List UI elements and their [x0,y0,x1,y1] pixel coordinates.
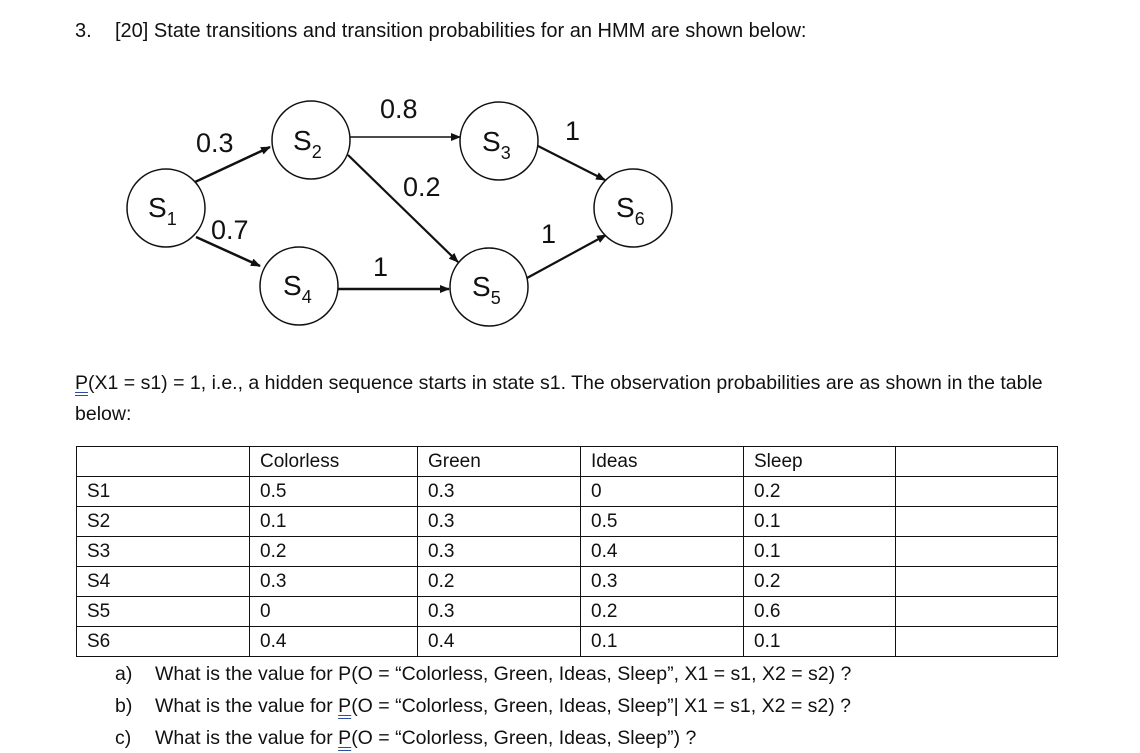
table-cell: 0.2 [743,476,896,507]
table-cell: 0.1 [743,536,896,567]
subquestion-prefix: What is the value for [155,663,339,685]
question-text: [20] State transitions and transition pr… [115,20,807,42]
question-number: 3. [75,20,92,42]
table-header-cell: Colorless [249,446,418,477]
table-header-cell: Sleep [743,446,896,477]
table-cell: 0.5 [249,476,418,507]
state-s4: S4 [259,246,339,326]
intro-p-underlined: P [75,372,89,394]
svg-text:S3: S3 [482,126,511,163]
table-cell: 0.1 [743,626,896,657]
table-cell: S4 [76,566,250,597]
edge-s2-s5 [347,154,459,263]
table-cell: 0.2 [417,566,581,597]
table-cell: 0.3 [580,566,744,597]
state-s6: S6 [593,168,673,248]
subquestion-prefix: What is the value for [155,695,339,717]
subquestion-text: (O = “Colorless, Green, Ideas, Sleep”, X… [351,663,852,685]
table-header-cell: Green [417,446,581,477]
subquestion-letter: c) [115,727,132,749]
subquestion-b: b) What is the value for P(O = “Colorless… [115,695,851,718]
state-s2: S2 [271,100,351,180]
edge-label-s3-s6: 1 [565,116,580,146]
table-row: S2 0.1 0.3 0.5 0.1 [76,506,1058,537]
svg-text:S4: S4 [283,270,312,307]
table-cell: 0.4 [580,536,744,567]
intro-paragraph: P(X1 = s1) = 1, i.e., a hidden sequence … [75,368,1060,430]
subquestion-p: P [338,663,352,685]
table-header-cell [895,446,1058,477]
table-cell [895,536,1058,567]
table-row: S4 0.3 0.2 0.3 0.2 [76,566,1058,597]
svg-text:S1: S1 [148,192,177,229]
hmm-state-diagram: S1 S2 S3 S4 S5 S6 0.3 0.7 0.8 0.2 1 1 1 [126,94,673,327]
edge-label-s5-s6: 1 [541,219,556,249]
table-row: S5 0 0.3 0.2 0.6 [76,596,1058,627]
subquestion-p-underlined: P [338,727,352,749]
state-s5: S5 [449,247,529,327]
table-cell [895,566,1058,597]
table-cell: 0.2 [249,536,418,567]
edge-label-s4-s5: 1 [373,252,388,282]
edge-s5-s6 [526,234,607,279]
table-row: S1 0.5 0.3 0 0.2 [76,476,1058,507]
table-cell: 0.1 [743,506,896,537]
table-cell: 0 [580,476,744,507]
edge-label-s2-s3: 0.8 [380,94,418,124]
table-cell [895,596,1058,627]
table-cell: 0.1 [249,506,418,537]
svg-text:S6: S6 [616,192,645,229]
edge-label-s2-s5: 0.2 [403,172,441,202]
table-row: S6 0.4 0.4 0.1 0.1 [76,626,1058,657]
table-cell: 0.3 [417,536,581,567]
table-cell: 0.3 [417,476,581,507]
svg-text:S5: S5 [472,271,501,308]
subquestion-p-underlined: P [338,695,352,717]
table-cell: 0.3 [249,566,418,597]
intro-text: (X1 = s1) = 1, i.e., a hidden sequence s… [75,372,1043,425]
table-cell: S1 [76,476,250,507]
state-s1: S1 [126,168,206,248]
table-cell: 0.3 [417,506,581,537]
table-cell [895,506,1058,537]
table-header-cell [76,446,250,477]
table-cell: 0.6 [743,596,896,627]
subquestion-c: c) What is the value for P(O = “Colorless… [115,727,696,750]
table-cell [895,476,1058,507]
edge-s1-s4 [195,235,261,268]
edge-label-s1-s4: 0.7 [211,215,249,245]
table-row: S3 0.2 0.3 0.4 0.1 [76,536,1058,567]
table-cell: 0.4 [417,626,581,657]
subquestion-letter: b) [115,695,133,717]
table-cell [895,626,1058,657]
table-cell: 0.4 [249,626,418,657]
question-header: 3. [20] State transitions and transition … [75,20,806,43]
table-cell: 0.2 [743,566,896,597]
state-s3: S3 [459,101,539,181]
subquestion-letter: a) [115,663,133,685]
table-cell: S5 [76,596,250,627]
table-cell: 0.1 [580,626,744,657]
table-cell: S6 [76,626,250,657]
edge-label-s1-s2: 0.3 [196,128,234,158]
table-header-cell: Ideas [580,446,744,477]
table-cell: 0.3 [417,596,581,627]
observation-probability-table: Colorless Green Ideas Sleep S1 0.5 0.3 0… [76,446,1058,657]
subquestion-text: (O = “Colorless, Green, Ideas, Sleep”| X… [351,695,852,717]
edge-s1-s2 [194,145,271,184]
table-cell: S2 [76,506,250,537]
subquestion-text: (O = “Colorless, Green, Ideas, Sleep”) ? [351,727,697,749]
svg-text:S2: S2 [293,125,322,162]
table-cell: 0.2 [580,596,744,627]
table-cell: 0 [249,596,418,627]
table-header-row: Colorless Green Ideas Sleep [76,446,1058,477]
table-cell: S3 [76,536,250,567]
subquestion-a: a) What is the value for P(O = “Colorless… [115,663,851,686]
table-cell: 0.5 [580,506,744,537]
edge-s3-s6 [537,145,606,181]
subquestion-prefix: What is the value for [155,727,339,749]
